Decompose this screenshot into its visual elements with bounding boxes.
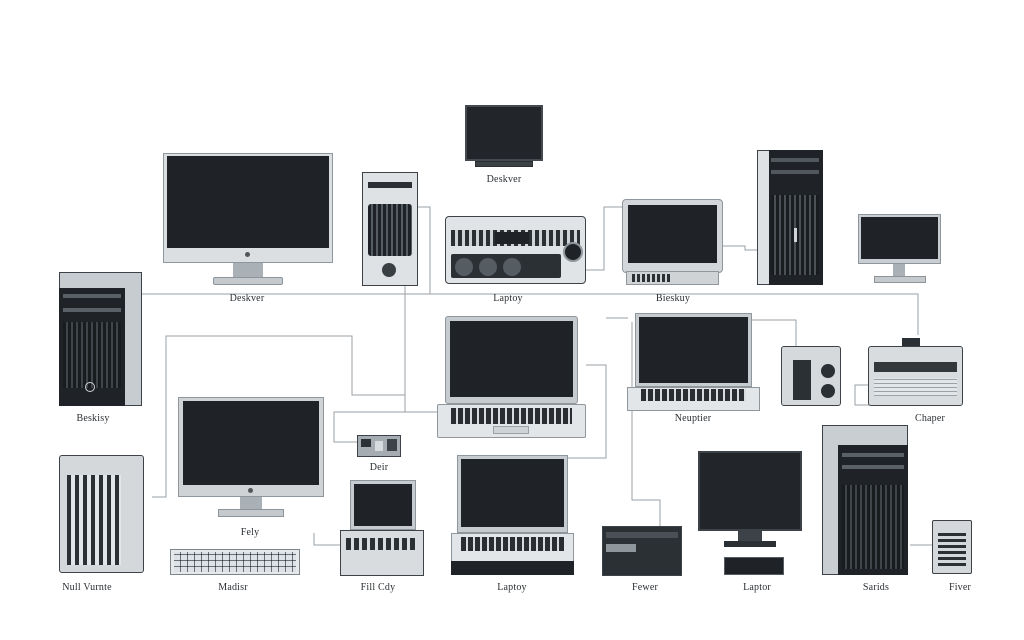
- laptop-center: [437, 316, 586, 440]
- laptop-bottom: [451, 455, 574, 576]
- desktop-tower: [362, 172, 418, 286]
- fely-label: Fely: [240, 527, 260, 538]
- chaper-label: Chaper: [914, 413, 946, 424]
- madisr-label: Madisr: [218, 582, 248, 593]
- external-drive: [932, 520, 972, 574]
- monitor-left: [178, 397, 324, 523]
- desktop-left-label: Beskisy: [76, 413, 110, 424]
- fill-cady-label: Fill Cdy: [360, 582, 396, 593]
- desktop-right-label: Bieskuy: [655, 293, 691, 304]
- laptop-top-label: Laptoy: [493, 293, 523, 304]
- connector-line: [313, 533, 340, 546]
- desktop-tower-left: [59, 272, 142, 406]
- laptop-right: [627, 313, 760, 413]
- media-box: [602, 526, 682, 576]
- connector-line: [586, 206, 624, 271]
- keyboard: [170, 549, 300, 575]
- small-monitor: [465, 105, 543, 167]
- sarids-label: Sarids: [862, 582, 890, 593]
- connector-lines: [142, 206, 932, 546]
- connector-line: [631, 322, 661, 526]
- tower-bottom-right: [822, 425, 908, 575]
- connector-line: [142, 293, 919, 335]
- connector-line: [722, 245, 758, 251]
- monitor-bottom: [698, 451, 802, 577]
- connector-line: [333, 395, 406, 443]
- fiver-label: Fiver: [948, 582, 972, 593]
- fewer-label: Fewer: [632, 582, 658, 593]
- crt-monitor: [622, 199, 723, 285]
- desktop-label: Deskver: [229, 293, 265, 304]
- printer: [868, 338, 963, 406]
- vented-case: [59, 455, 144, 573]
- network-switch: [340, 480, 424, 576]
- neuptier-label: Neuptier: [674, 413, 712, 424]
- connector-line: [854, 384, 875, 406]
- deir-label: Deir: [369, 462, 389, 473]
- laptor-label: Laptor: [743, 582, 771, 593]
- circuit-board: [357, 435, 401, 457]
- tall-tower: [757, 150, 823, 285]
- laptop-bottom-label: Laptoy: [497, 582, 527, 593]
- speaker-unit: [781, 346, 841, 406]
- null-vurnte-label: Null Vurnte: [62, 582, 112, 593]
- lcd-monitor: [858, 214, 941, 286]
- connector-line: [750, 319, 797, 346]
- desktop-center-label: Deskver: [486, 174, 522, 185]
- desktop-monitor: [163, 153, 333, 288]
- connector-line: [418, 206, 431, 294]
- server-unit: [445, 216, 586, 284]
- connector-line: [568, 364, 607, 459]
